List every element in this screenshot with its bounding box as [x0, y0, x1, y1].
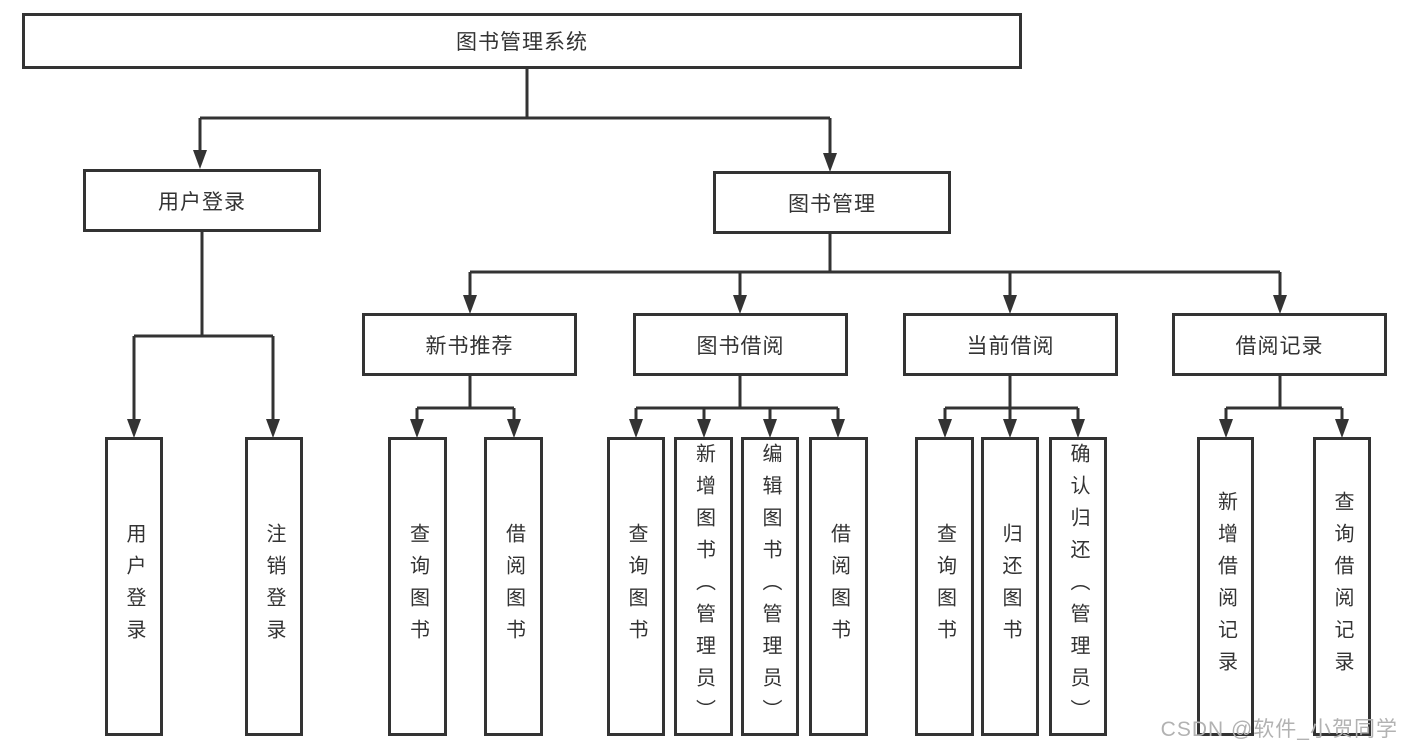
connector-arrowheads [127, 150, 1349, 438]
node-label: 当前借阅 [966, 334, 1055, 358]
leaf-query-borrow-record: 查询借阅记录 [1313, 437, 1371, 736]
node-label: 新书推荐 [425, 334, 514, 358]
arrowhead [1335, 419, 1349, 438]
csdn-watermark: CSDN @软件_小贺同学 [1160, 718, 1398, 741]
node-book-borrowing: 图书借阅 [633, 313, 848, 376]
arrowhead [831, 419, 845, 438]
arrowhead [1219, 419, 1233, 438]
leaf-confirm-return-admin: 确认归还（管理员） [1049, 437, 1107, 736]
arrowhead [266, 419, 280, 438]
leaf-user-login: 用户登录 [105, 437, 163, 736]
leaf-label: 查询借阅记录 [1331, 490, 1353, 683]
node-new-book-recommendation: 新书推荐 [362, 313, 577, 376]
leaf-borrow-books-borrowing: 借阅图书 [809, 437, 868, 736]
node-library-management-system: 图书管理系统 [22, 13, 1022, 69]
node-label: 图书管理系统 [456, 31, 588, 54]
node-borrowing-records: 借阅记录 [1172, 313, 1387, 376]
leaf-label: 注销登录 [263, 522, 285, 651]
leaf-label: 编辑图书（管理员） [759, 442, 781, 731]
arrowhead [1003, 419, 1017, 438]
node-label: 用户登录 [158, 190, 246, 214]
arrowhead [763, 419, 777, 438]
arrowhead [507, 419, 521, 438]
arrowhead [1003, 295, 1017, 314]
leaf-label: 借阅图书 [827, 522, 850, 651]
arrowhead [1273, 295, 1287, 314]
leaf-label: 查询图书 [406, 522, 429, 651]
leaf-query-books-current: 查询图书 [915, 437, 974, 736]
arrowhead [1071, 419, 1085, 438]
leaf-label: 查询图书 [933, 522, 956, 651]
arrowhead [193, 150, 207, 169]
arrowhead [938, 419, 952, 438]
leaf-logout: 注销登录 [245, 437, 303, 736]
leaf-label: 借阅图书 [502, 522, 525, 651]
leaf-label: 用户登录 [123, 522, 145, 651]
node-label: 借阅记录 [1235, 334, 1324, 358]
leaf-edit-books-admin: 编辑图书（管理员） [741, 437, 799, 736]
arrowhead [127, 419, 141, 438]
leaf-label: 新增图书（管理员） [692, 442, 715, 731]
node-user-login: 用户登录 [83, 169, 321, 232]
arrowhead [629, 419, 643, 438]
connector-lines [132, 69, 1344, 419]
node-label: 图书管理 [788, 192, 876, 216]
node-current-borrowing: 当前借阅 [903, 313, 1118, 376]
arrowhead [410, 419, 424, 438]
arrowhead [463, 295, 477, 314]
leaf-label: 新增借阅记录 [1214, 490, 1237, 683]
leaf-return-books: 归还图书 [981, 437, 1039, 736]
leaf-add-borrow-record: 新增借阅记录 [1197, 437, 1254, 736]
leaf-label: 归还图书 [999, 522, 1021, 651]
leaf-label: 确认归还（管理员） [1067, 442, 1089, 731]
leaf-add-books-admin: 新增图书（管理员） [674, 437, 733, 736]
arrowhead [733, 295, 747, 314]
leaf-label: 查询图书 [625, 522, 647, 651]
node-book-management: 图书管理 [713, 171, 951, 234]
node-label: 图书借阅 [696, 334, 785, 358]
leaf-borrow-books-recommend: 借阅图书 [484, 437, 543, 736]
leaf-query-books-recommend: 查询图书 [388, 437, 447, 736]
leaf-query-books-borrowing: 查询图书 [607, 437, 665, 736]
arrowhead [697, 419, 711, 438]
arrowhead [823, 153, 837, 172]
